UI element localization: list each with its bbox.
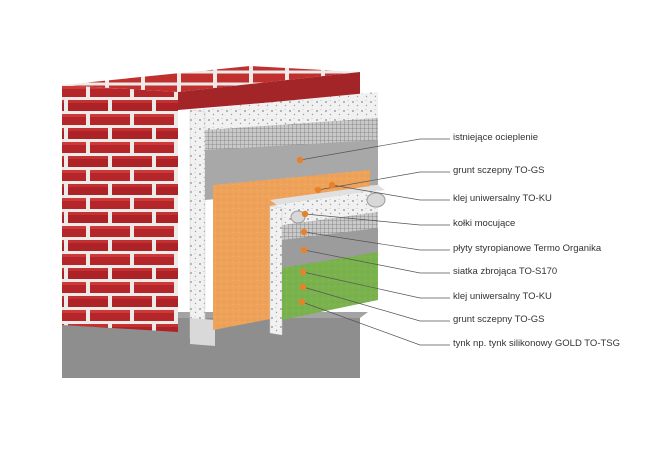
callout-marker: [328, 181, 336, 189]
new-styrofoam-top: [270, 185, 385, 206]
existing-insulation-side: [189, 109, 206, 341]
label-adhesive-2: klej uniwersalny TO-KU: [453, 291, 552, 302]
label-reinforcing-mesh: siatka zbrojąca TO-S170: [453, 266, 558, 277]
callout-marker: [300, 228, 308, 236]
label-primer-2: grunt sczepny TO-GS: [453, 314, 545, 325]
existing-insulation-bottom: [190, 318, 215, 346]
leader-line: [299, 138, 450, 161]
callout-marker: [300, 246, 308, 254]
new-styrofoam-side: [269, 205, 283, 336]
brick-wall-top: [62, 66, 360, 92]
label-adhesive-1: klej uniwersalny TO-KU: [453, 193, 552, 204]
callout-marker: [296, 156, 304, 164]
label-styrofoam-boards: płyty styropianowe Termo Organika: [453, 243, 602, 254]
leader-line: [302, 271, 450, 299]
leader-line: [317, 171, 450, 191]
leader-line: [301, 301, 450, 346]
callout-marker: [299, 283, 307, 291]
brick-wall-back: [178, 72, 360, 110]
callout-marker: [299, 268, 307, 276]
callout-marker: [298, 298, 306, 306]
leader-lines: [296, 138, 450, 346]
leader-line: [304, 213, 450, 226]
leader-line: [302, 286, 450, 322]
leader-line: [331, 184, 450, 201]
leader-line: [303, 249, 450, 274]
leader-line: [303, 231, 450, 251]
label-existing-insulation: istniejące ocieplenie: [453, 132, 539, 143]
label-primer-1: grunt sczepny TO-GS: [453, 165, 545, 176]
concrete-base: [62, 318, 360, 378]
label-dowels: kołki mocujące: [453, 218, 516, 229]
green-plaster: [282, 252, 378, 320]
callout-marker: [314, 186, 322, 194]
label-render: tynk np. tynk silikonowy GOLD TO-TSG: [453, 338, 621, 349]
callout-marker: [301, 210, 309, 218]
brick-wall-front: [62, 85, 178, 332]
dowel-head: [366, 192, 386, 208]
